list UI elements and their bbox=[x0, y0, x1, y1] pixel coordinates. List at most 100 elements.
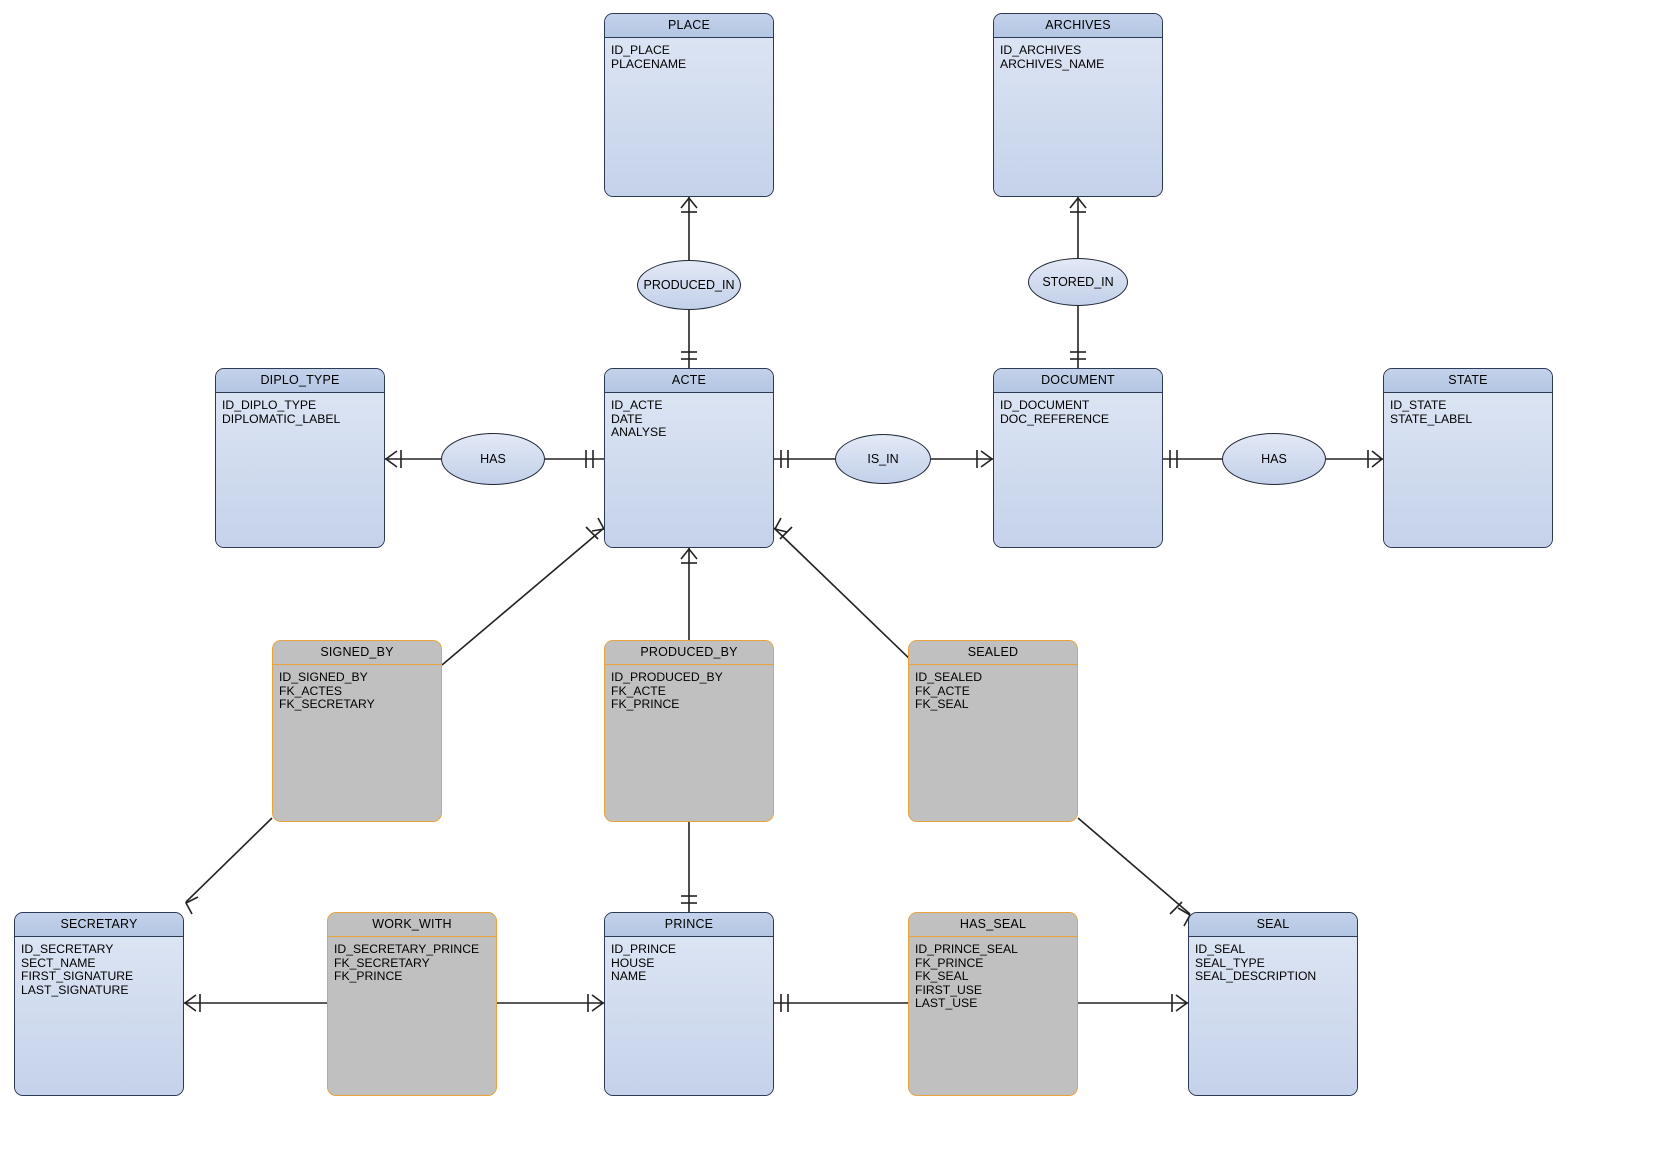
attribute: ID_DIPLO_TYPE bbox=[222, 398, 317, 412]
attribute: FK_SEAL bbox=[915, 969, 969, 984]
crowfoot-acte-sealed bbox=[773, 517, 788, 533]
attribute: DATE bbox=[611, 411, 643, 426]
entity-title-state: STATE bbox=[1384, 369, 1552, 393]
attribute: FK_PRINCE bbox=[334, 969, 403, 984]
relationship-has_diplo[interactable]: HAS bbox=[441, 433, 545, 485]
crowfoot-secretary-diag bbox=[184, 896, 199, 915]
crowfoot-state bbox=[1371, 450, 1384, 468]
attribute: FK_SEAL bbox=[915, 697, 969, 712]
attribute: LAST_USE bbox=[915, 996, 978, 1011]
attribute: ID_STATE bbox=[1390, 398, 1447, 412]
relationship-is_in[interactable]: IS_IN bbox=[835, 434, 931, 484]
crowfoot-document-left bbox=[980, 450, 994, 468]
tick-seal-diag bbox=[1169, 901, 1183, 915]
entity-title-prince: PRINCE bbox=[605, 913, 773, 937]
attribute: ID_DOCUMENT bbox=[1000, 398, 1090, 412]
attribute: DIPLOMATIC_LABEL bbox=[222, 411, 341, 426]
attribute: ANALYSE bbox=[611, 425, 667, 440]
relationship-has_state[interactable]: HAS bbox=[1222, 433, 1326, 485]
crowfoot-seal-left bbox=[1175, 994, 1189, 1012]
relationship-produced_in[interactable]: PRODUCED_IN bbox=[637, 260, 741, 310]
crowfoot-secretary-right bbox=[183, 994, 197, 1012]
attribute: FK_SECRETARY bbox=[334, 955, 430, 970]
attribute: ID_SECRETARY_PRINCE bbox=[334, 942, 480, 956]
edge-acte-signedby bbox=[441, 527, 605, 666]
attribute: ID_SEAL bbox=[1195, 942, 1246, 956]
entity-title-secretary: SECRETARY bbox=[15, 913, 183, 937]
relationship-stored_in[interactable]: STORED_IN bbox=[1028, 258, 1128, 306]
attribute: SEAL_DESCRIPTION bbox=[1195, 969, 1317, 984]
attribute: ID_PRINCE bbox=[611, 942, 677, 956]
entity-title-diplo_type: DIPLO_TYPE bbox=[216, 369, 384, 393]
crowfoot-acte-signedby bbox=[591, 517, 606, 532]
entity-title-work_with: WORK_WITH bbox=[328, 913, 496, 937]
attribute: DOC_REFERENCE bbox=[1000, 411, 1110, 426]
attribute: FK_ACTE bbox=[915, 683, 970, 698]
attribute: FK_SECRETARY bbox=[279, 697, 375, 712]
attribute: HOUSE bbox=[611, 955, 655, 970]
attribute: FK_PRINCE bbox=[915, 955, 984, 970]
entity-title-sealed: SEALED bbox=[909, 641, 1077, 665]
attribute: ID_ARCHIVES bbox=[1000, 43, 1082, 57]
attribute: LAST_SIGNATURE bbox=[21, 982, 129, 997]
attribute: ID_PRODUCED_BY bbox=[611, 670, 723, 684]
attribute: FK_PRINCE bbox=[611, 697, 680, 712]
tick-acte-sealed bbox=[779, 526, 793, 540]
attribute: SECT_NAME bbox=[21, 955, 96, 970]
attribute: ID_SEALED bbox=[915, 670, 983, 684]
attribute: FIRST_SIGNATURE bbox=[21, 969, 134, 984]
attribute: FK_ACTES bbox=[279, 683, 342, 698]
edge-acte-sealed bbox=[773, 527, 917, 666]
entity-title-produced_by: PRODUCED_BY bbox=[605, 641, 773, 665]
edge-signedby-secretary bbox=[185, 817, 273, 903]
crowfoot-acte-producedby bbox=[680, 547, 698, 560]
attribute: ID_ACTE bbox=[611, 398, 663, 412]
entity-title-has_seal: HAS_SEAL bbox=[909, 913, 1077, 937]
entity-title-signed_by: SIGNED_BY bbox=[273, 641, 441, 665]
entity-title-place: PLACE bbox=[605, 14, 773, 38]
attribute: ID_PRINCE_SEAL bbox=[915, 942, 1018, 956]
entity-title-acte: ACTE bbox=[605, 369, 773, 393]
crowfoot-prince-left bbox=[591, 994, 605, 1012]
attribute: STATE_LABEL bbox=[1390, 411, 1473, 426]
attribute: ID_SIGNED_BY bbox=[279, 670, 368, 684]
attribute: NAME bbox=[611, 969, 647, 984]
tick-acte-signedby bbox=[585, 526, 599, 540]
attribute: ID_SECRETARY bbox=[21, 942, 114, 956]
attribute: SEAL_TYPE bbox=[1195, 955, 1265, 970]
attribute: PLACENAME bbox=[611, 56, 687, 71]
crowfoot-place bbox=[680, 196, 698, 209]
attribute: ID_PLACE bbox=[611, 43, 670, 57]
crowfoot-diplotype bbox=[384, 450, 398, 468]
edge-sealed-seal bbox=[1077, 817, 1191, 915]
entity-title-document: DOCUMENT bbox=[994, 369, 1162, 393]
attribute: ARCHIVES_NAME bbox=[1000, 56, 1105, 71]
